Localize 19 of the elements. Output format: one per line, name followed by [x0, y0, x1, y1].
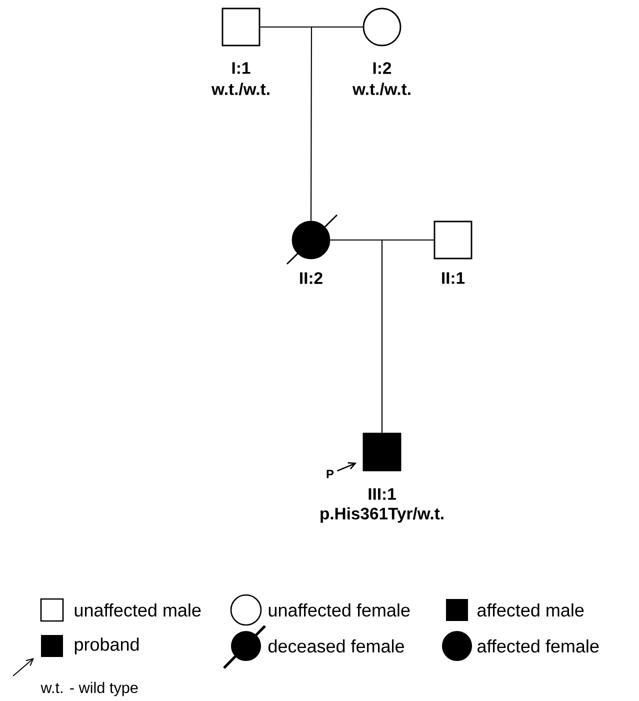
legend-text: affected female: [478, 639, 599, 653]
legend-text: unaffected male: [74, 603, 201, 617]
note-text: w.t. - wild type: [40, 682, 138, 696]
legend-text: proband: [74, 638, 139, 654]
individual-label: III:1: [368, 488, 396, 500]
individual-label: w.t./w.t.: [352, 82, 410, 96]
individual-label: II:2: [300, 272, 322, 284]
individual-label: I:2: [373, 62, 392, 74]
proband-marker: P: [326, 470, 334, 478]
individual-label: p.His361Tyr/w.t.: [320, 507, 444, 523]
individual-label: w.t./w.t.: [211, 82, 270, 96]
descent-line: [330, 239, 434, 434]
descent-line: [260, 26, 364, 222]
legend-text: affected male: [478, 603, 584, 617]
legend-text: unaffected female: [268, 603, 410, 617]
individual-label: I:1: [232, 62, 250, 74]
individual-label: II:1: [442, 272, 465, 284]
legend-text: deceased female: [268, 639, 404, 653]
arrow: [337, 462, 357, 472]
